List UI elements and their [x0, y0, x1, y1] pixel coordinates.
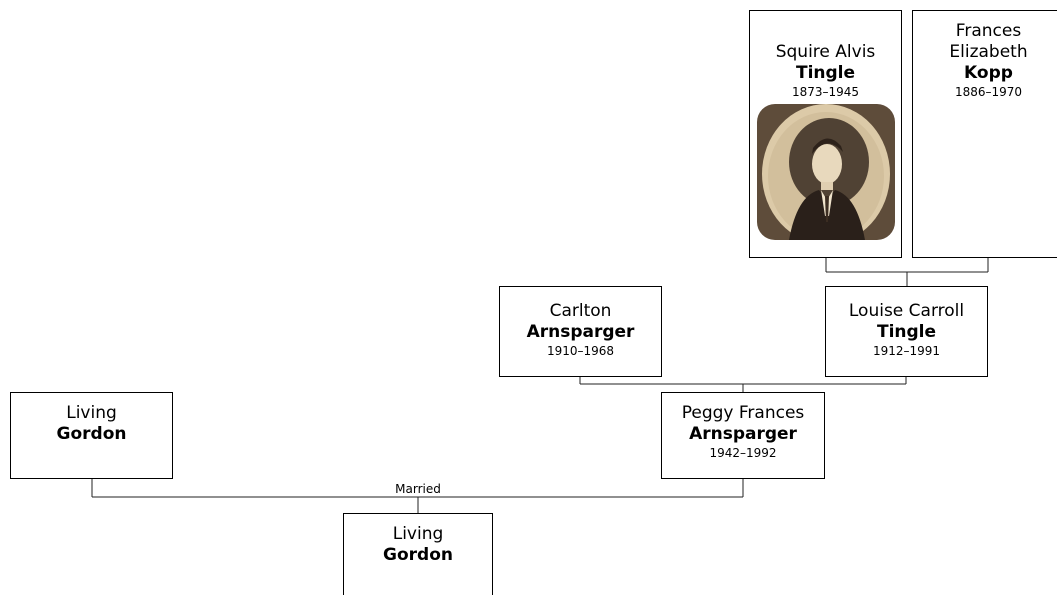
given-name: Frances Elizabeth [949, 21, 1028, 62]
given-name: Living [66, 403, 117, 423]
person-card-peggy-frances-arnsparger[interactable]: Peggy Frances Arnsparger 1942–1992 [661, 392, 825, 479]
life-dates: 1912–1991 [872, 344, 941, 358]
person-card-carlton-arnsparger[interactable]: Carlton Arnsparger 1910–1968 [499, 286, 662, 377]
given-name: Peggy Frances [681, 403, 805, 423]
person-card-frances-elizabeth-kopp[interactable]: Frances Elizabeth Kopp 1886–1970 [912, 10, 1057, 258]
given-name: Living [392, 524, 444, 544]
surname: Arnsparger [526, 322, 635, 342]
surname: Gordon [56, 424, 127, 444]
life-dates: 1886–1970 [954, 85, 1023, 99]
portrait-photo[interactable] [756, 104, 895, 240]
surname: Gordon [383, 545, 453, 565]
given-name: Louise Carroll [848, 301, 965, 321]
life-dates: 1873–1945 [791, 85, 860, 99]
surname: Kopp [964, 63, 1013, 83]
person-card-living-gordon-child[interactable]: Living Gordon [343, 513, 493, 595]
portrait-image [756, 104, 895, 240]
given-name: Squire Alvis [775, 42, 876, 62]
life-dates: 1910–1968 [546, 344, 615, 358]
person-card-squire-alvis-tingle[interactable]: Squire Alvis Tingle 1873–1945 [749, 10, 902, 258]
person-card-louise-carroll-tingle[interactable]: Louise Carroll Tingle 1912–1991 [825, 286, 988, 377]
surname: Tingle [795, 63, 856, 83]
given-name: Carlton [549, 301, 612, 321]
surname: Arnsparger [689, 424, 797, 444]
life-dates: 1942–1992 [709, 446, 777, 460]
surname: Tingle [876, 322, 937, 342]
married-label: Married [395, 482, 441, 496]
person-card-living-gordon-spouse[interactable]: Living Gordon [10, 392, 173, 479]
